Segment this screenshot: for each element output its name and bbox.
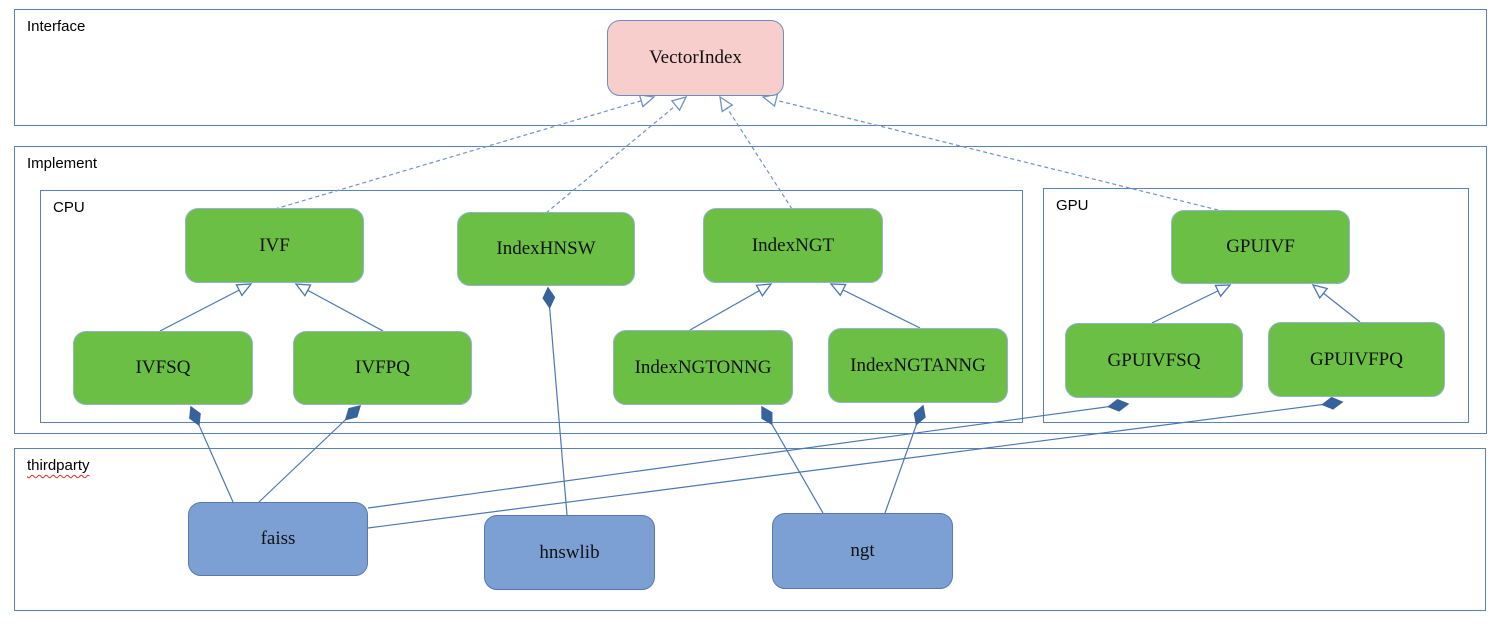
section-thirdparty-label: thirdparty [27,457,90,474]
node-ivfsq-label: IVFSQ [135,357,191,378]
node-indexngt[interactable]: IndexNGT [703,208,883,283]
section-gpu: GPU [1043,188,1469,423]
node-indexngtonng-label: IndexNGTONNG [634,356,772,378]
node-gpuivfsq-label: GPUIVFSQ [1107,349,1201,371]
edge-gpuivfpq-gpuivf [1313,285,1361,323]
node-hnswlib[interactable]: hnswlib [484,515,655,590]
section-gpu-label: GPU [1056,197,1089,214]
edge-ngt-indexngtanng [884,404,926,514]
section-thirdparty: thirdparty [14,448,1486,611]
node-vectorindex-label: VectorIndex [649,47,742,68]
section-interface-label: Interface [27,18,86,35]
edge-gpuivf-vectorindex [763,97,1219,211]
section-implement-label: Implement [27,155,98,172]
section-interface: Interface [14,9,1487,126]
node-ivfpq[interactable]: IVFPQ [293,331,472,405]
node-faiss[interactable]: faiss [188,502,368,576]
edge-indexngtanng-indexngt [831,284,921,329]
node-gpuivf[interactable]: GPUIVF [1171,210,1350,284]
edge-gpuivfsq-gpuivf [1151,285,1230,324]
node-indexhnsw[interactable]: IndexHNSW [457,212,635,286]
edge-ivf-vectorindex [274,97,654,210]
edge-hnswlib-indexhnsw [542,286,568,516]
node-indexngtanng-label: IndexNGTANNG [850,354,986,376]
edge-faiss-gpuivfpq [367,396,1344,529]
node-indexngt-label: IndexNGT [751,234,835,256]
node-ngt[interactable]: ngt [772,513,953,589]
edge-faiss-ivfsq [189,405,234,503]
section-cpu: CPU [40,190,1023,423]
node-ivf-label: IVF [259,234,290,256]
edge-indexngtonng-indexngt [689,284,771,331]
node-faiss-label: faiss [260,528,296,549]
node-ngt-label: ngt [850,540,875,561]
edge-indexngt-vectorindex [720,97,793,210]
node-gpuivfpq-label: GPUIVFPQ [1310,348,1403,370]
node-gpuivf-label: GPUIVF [1226,236,1295,257]
section-implement: Implement [14,146,1487,434]
node-hnswlib-label: hnswlib [539,541,600,563]
node-indexhnsw-label: IndexHNSW [496,238,596,259]
edge-ivfpq-ivf [296,284,384,332]
node-gpuivfsq[interactable]: GPUIVFSQ [1065,323,1243,398]
node-ivf[interactable]: IVF [185,208,364,283]
edge-faiss-gpuivfsq [367,398,1130,509]
node-indexngtonng[interactable]: IndexNGTONNG [613,330,793,405]
node-indexngtanng[interactable]: IndexNGTANNG [828,328,1008,403]
edge-faiss-ivfpq [258,405,362,503]
node-vectorindex[interactable]: VectorIndex [607,20,784,96]
edge-ngt-indexngtonng [761,405,824,514]
edge-ivfsq-ivf [159,284,251,332]
node-gpuivfpq[interactable]: GPUIVFPQ [1268,322,1445,397]
edge-indexhnsw-vectorindex [545,97,686,214]
section-cpu-label: CPU [53,199,85,216]
node-ivfsq[interactable]: IVFSQ [73,331,253,405]
node-ivfpq-label: IVFPQ [355,357,410,378]
